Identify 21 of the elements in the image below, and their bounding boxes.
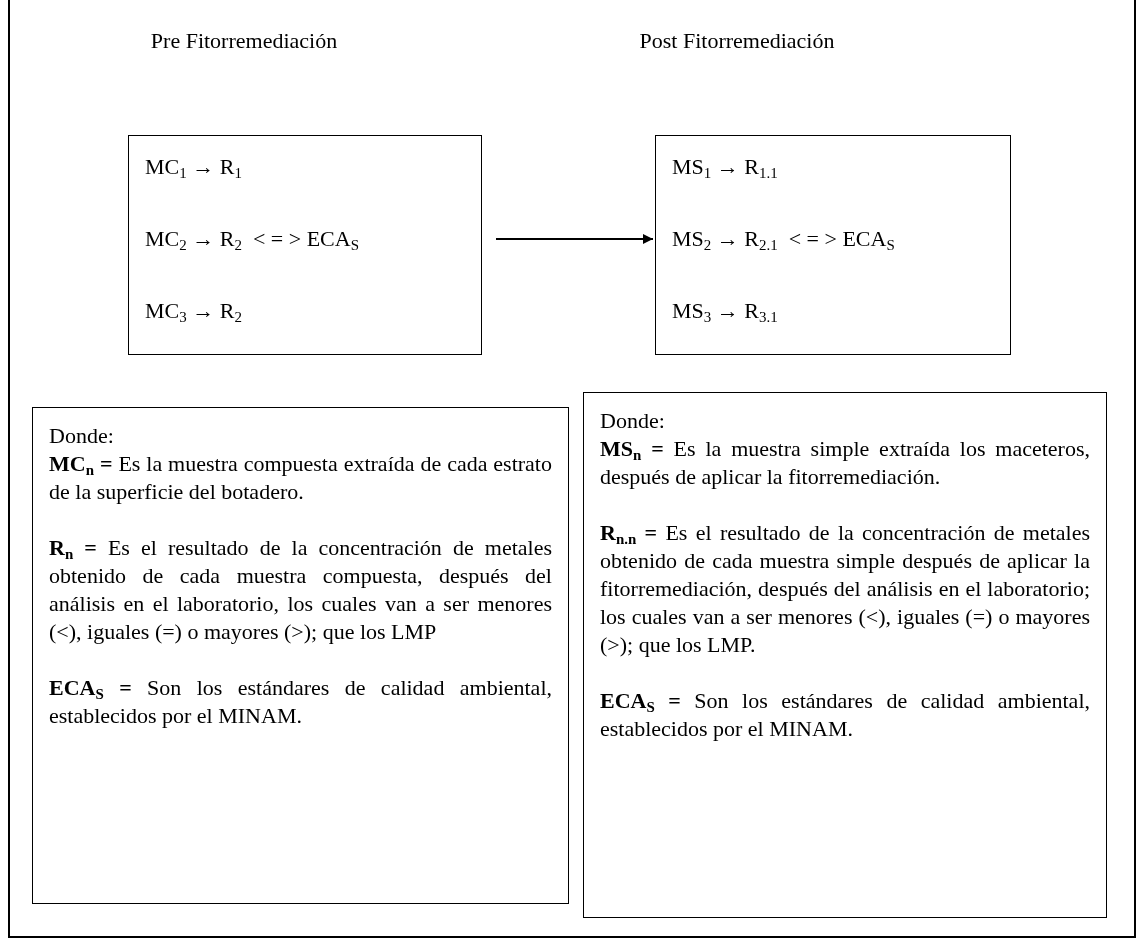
definition-box <box>32 407 569 904</box>
column-heading: Pre Fitorremediación <box>150 28 338 54</box>
formula-text: MS$_{3}$ → R$_{3.1}$ <box>672 298 778 324</box>
definition-heading: Donde: <box>600 407 666 435</box>
column-heading: Post Fitorremediación <box>639 28 835 54</box>
arrow <box>495 234 654 244</box>
definition-text: MS$_{n}$ = Es la muestra simple extraída los maceteros, después de aplicar la fitorremediación. <box>600 435 1090 491</box>
definition-text: R$_{n}$ = Es el resultado de la concentración de metales obtenido de cada muestra compuesta, después del análisis en el laboratorio, los cuales van a ser menores (<), iguales (=) o mayores (>); que los LMP <box>49 534 552 646</box>
formula-text: MC$_{3}$ → R$_{2}$ <box>145 298 242 324</box>
formula-box <box>655 135 1011 355</box>
definition-text: R$_{n.n}$ = Es el resultado de la concentración de metales obtenido de cada muestra simple después de aplicar la fitorremediación, después del análisis en el laboratorio; los cuales van a ser menores (<), iguales (=) o mayores (>); que los LMP. <box>600 519 1090 659</box>
definition-text: MC$_{n}$ = Es la muestra compuesta extraída de cada estrato de la superficie del botadero. <box>49 450 552 506</box>
definition-text: ECA$_{S}$ = Son los estándares de calidad ambiental, establecidos por el MINAM. <box>49 674 552 730</box>
definition-text: ECA$_{S}$ = Son los estándares de calidad ambiental, establecidos por el MINAM. <box>600 687 1090 743</box>
definition-heading: Donde: <box>49 422 115 450</box>
definition-box <box>583 392 1107 918</box>
formula-text: MS$_{2}$ → R$_{2.1}$ < = > ECA$_{S}$ <box>672 226 895 252</box>
formula-text: MC$_{2}$ → R$_{2}$ < = > ECA$_{S}$ <box>145 226 359 252</box>
formula-box <box>128 135 482 355</box>
formula-text: MC$_{1}$ → R$_{1}$ <box>145 154 242 180</box>
formula-text: MS$_{1}$ → R$_{1.1}$ <box>672 154 778 180</box>
